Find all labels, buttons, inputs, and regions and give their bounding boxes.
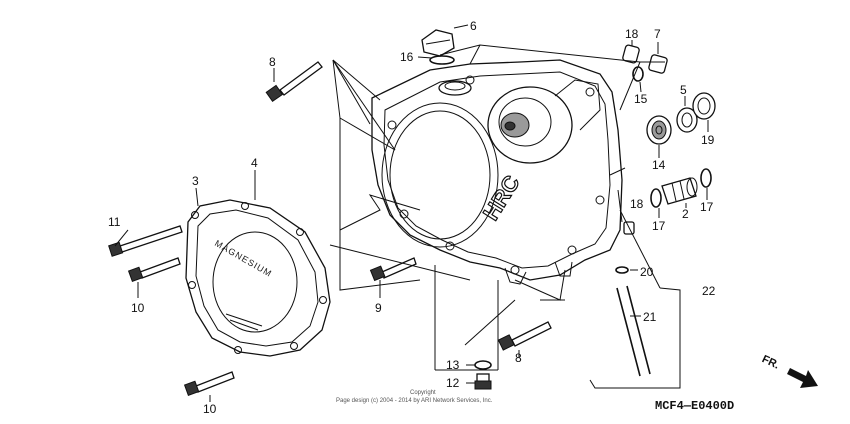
right-crankcase-cover: HRC [371, 59, 623, 285]
callout-leaders [114, 24, 709, 402]
callout-22: 22 [702, 284, 716, 298]
cap-6 [421, 29, 455, 57]
reference-lines [329, 44, 681, 389]
washer-17-right [700, 168, 712, 188]
dowel-18-top [622, 44, 640, 64]
clutch-cover: MAGNESIUM [185, 199, 331, 357]
shaft-2 [661, 177, 698, 205]
callout-4: 4 [251, 156, 258, 170]
callout-19: 19 [701, 133, 715, 147]
bolt-8-top [265, 61, 323, 103]
o-ring-16 [429, 55, 455, 65]
callout-labels: 6 16 8 18 7 15 5 14 19 3 4 11 10 18 2 17… [108, 19, 716, 416]
front-direction-arrow: FR. [760, 353, 818, 388]
bearing-14 [646, 115, 672, 145]
breather-tube-21 [616, 285, 651, 377]
collar-7 [648, 54, 668, 74]
callout-18-top: 18 [625, 27, 639, 41]
callout-17-right: 17 [700, 200, 714, 214]
callout-3: 3 [192, 174, 199, 188]
clip-20 [615, 266, 629, 274]
callout-20: 20 [640, 265, 654, 279]
callout-10-upper: 10 [131, 301, 145, 315]
washer-17-left [650, 188, 662, 208]
callout-16: 16 [400, 50, 414, 64]
callout-10-lower: 10 [203, 402, 217, 416]
washer-13 [474, 360, 492, 370]
callout-21: 21 [643, 310, 657, 324]
bolt-11 [108, 225, 183, 257]
callout-7: 7 [654, 27, 661, 41]
copyright-line-1: Copyright [410, 390, 436, 396]
seal-19 [692, 92, 716, 120]
callout-15: 15 [634, 92, 648, 106]
bolt-9 [369, 257, 417, 282]
callout-8-top: 8 [269, 55, 276, 69]
callout-13: 13 [446, 358, 460, 372]
bolt-8-lower [497, 321, 552, 351]
seal-5 [676, 107, 698, 133]
callout-9: 9 [375, 301, 382, 315]
callout-14: 14 [652, 158, 666, 172]
bolt-10-upper [127, 257, 181, 282]
callout-8-lower: 8 [515, 351, 522, 365]
bolt-10-lower [183, 371, 235, 396]
callout-12: 12 [446, 376, 460, 390]
arrow-icon [787, 368, 818, 388]
copyright-line-2: Page design (c) 2004 - 2014 by ARI Netwo… [336, 398, 493, 404]
callout-17-left: 17 [652, 219, 666, 233]
drain-bolt-12 [474, 373, 492, 390]
callout-2: 2 [682, 207, 689, 221]
diagram-code: MCF4—E0400D [655, 399, 734, 413]
callout-18-lower: 18 [630, 197, 644, 211]
callout-5: 5 [680, 83, 687, 97]
callout-6: 6 [470, 19, 477, 33]
callout-11: 11 [108, 215, 121, 229]
svg-text:FR.: FR. [760, 353, 781, 371]
